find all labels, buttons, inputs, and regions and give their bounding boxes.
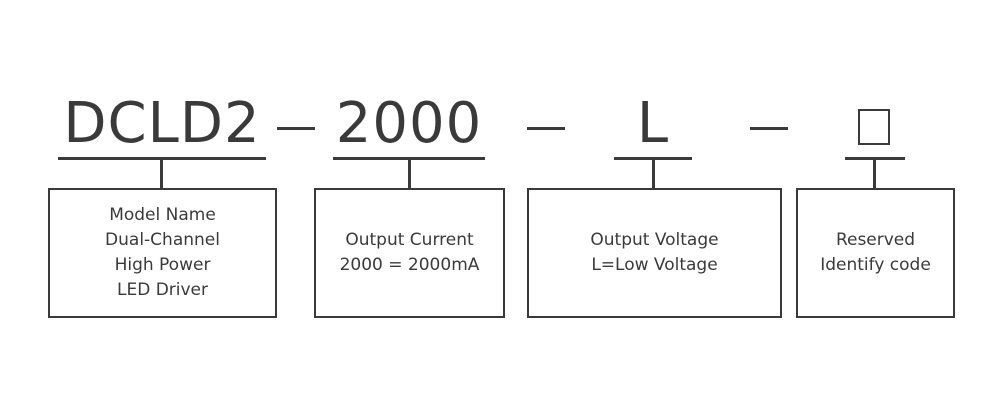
box-output-voltage: Output Voltage L=Low Voltage: [527, 188, 782, 318]
box-output-current: Output Current 2000 = 2000mA: [314, 188, 505, 318]
box-voltage-line: L=Low Voltage: [591, 255, 718, 275]
connector-model: [160, 160, 163, 188]
box-reserved: Reserved Identify code: [796, 188, 955, 318]
box-model-line: Model Name: [109, 205, 216, 225]
separator-dash: [527, 127, 565, 130]
box-current-line: Output Current: [345, 230, 474, 250]
box-voltage-line: Output Voltage: [590, 230, 719, 250]
box-model-name: Model Name Dual-Channel High Power LED D…: [48, 188, 277, 318]
connector-reserved: [873, 160, 876, 188]
separator-dash: [750, 127, 788, 130]
underline-model: [58, 157, 266, 160]
underline-reserved: [845, 157, 905, 160]
code-segment-model: DCLD2: [63, 91, 261, 156]
box-model-line: LED Driver: [116, 280, 209, 300]
box-current-line: 2000 = 2000mA: [339, 255, 480, 275]
box-model-line: High Power: [114, 255, 211, 275]
code-segment-reserved-square: [858, 109, 890, 145]
code-segment-voltage: L: [636, 91, 670, 156]
underline-voltage: [614, 157, 692, 160]
connector-current: [408, 160, 411, 188]
connector-voltage: [652, 160, 655, 188]
box-reserved-line: Identify code: [820, 255, 931, 275]
box-model-line: Dual-Channel: [105, 230, 220, 250]
underline-current: [333, 157, 485, 160]
separator-dash: [277, 127, 315, 130]
code-segment-current: 2000: [335, 91, 483, 156]
box-reserved-line: Reserved: [835, 230, 916, 250]
